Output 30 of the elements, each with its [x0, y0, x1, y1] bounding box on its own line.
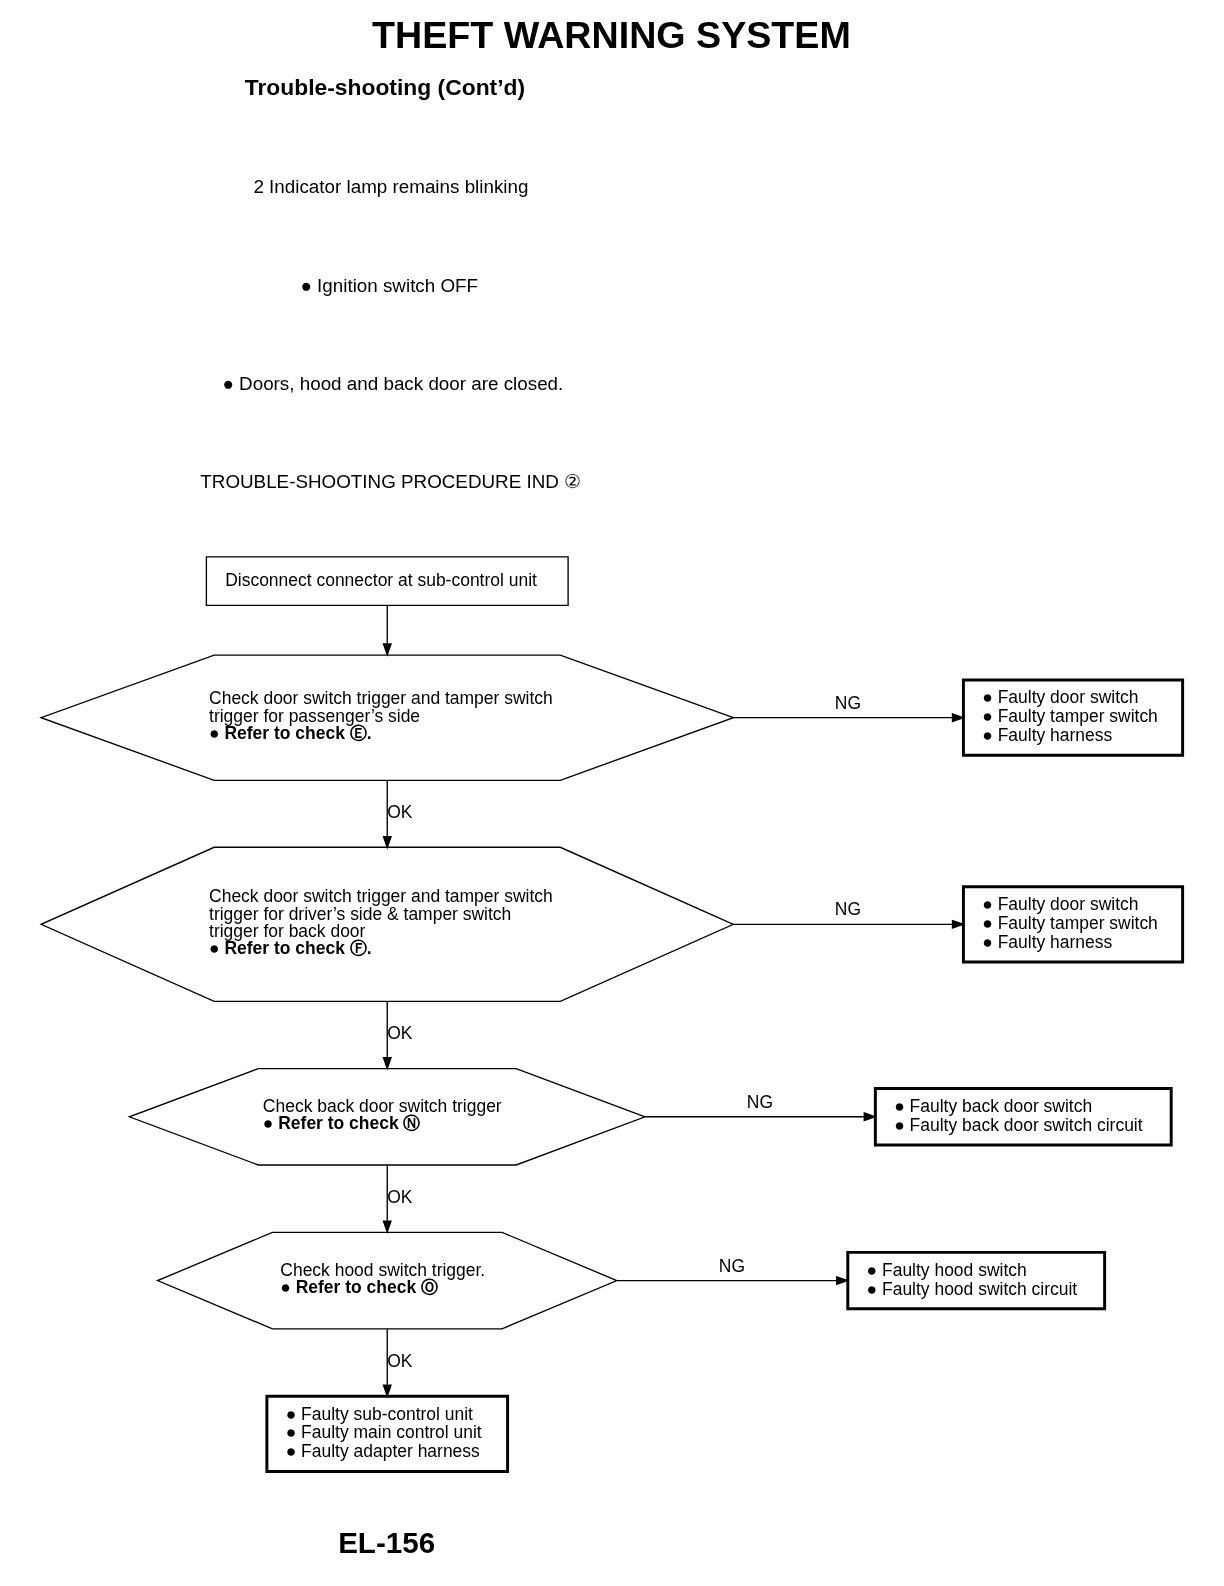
edge-label: NG	[746, 1091, 774, 1112]
label: 2 Indicator lamp remains blinking	[253, 176, 529, 198]
label: ● Doors, hood and back door are closed.	[222, 372, 564, 394]
node-box: ● Faulty sub-control unit ● Faulty main control unit ● Faulty adapter harness	[265, 1394, 510, 1473]
arrow	[382, 1000, 392, 1071]
arrow	[732, 713, 966, 723]
arrow	[644, 1112, 878, 1122]
label: ● Ignition switch OFF	[300, 274, 479, 296]
arrow	[382, 1328, 392, 1398]
edge-label: NG	[834, 899, 862, 920]
arrow	[732, 919, 966, 930]
arrow	[382, 1164, 392, 1234]
node-box: ● Faulty back door switch ● Faulty back door switch circuit	[873, 1087, 1173, 1147]
edge-label: OK	[387, 1187, 413, 1208]
diagram-title: THEFT WARNING SYSTEM	[371, 13, 851, 56]
edge-label: OK	[387, 1023, 413, 1044]
node-box: ● Faulty hood switch ● Faulty hood switch circuit	[846, 1250, 1107, 1311]
node-box: ● Faulty door switch ● Faulty tamper switch ● Faulty harness	[961, 678, 1185, 757]
edge-label: NG	[834, 692, 862, 713]
label: EL-156	[338, 1525, 436, 1559]
node-box: Disconnect connector at sub-control unit	[205, 556, 569, 606]
arrow	[382, 605, 392, 657]
edge-label: OK	[387, 1351, 413, 1372]
arrow	[616, 1275, 850, 1286]
edge-label: NG	[718, 1255, 745, 1276]
arrow	[382, 780, 392, 850]
edge-label: OK	[387, 802, 413, 823]
node-box: ● Faulty door switch ● Faulty tamper switch ● Faulty harness	[961, 885, 1185, 964]
label: Trouble-shooting (Cont’d)	[244, 73, 526, 100]
label: TROUBLE-SHOOTING PROCEDURE IND ②	[200, 470, 582, 492]
